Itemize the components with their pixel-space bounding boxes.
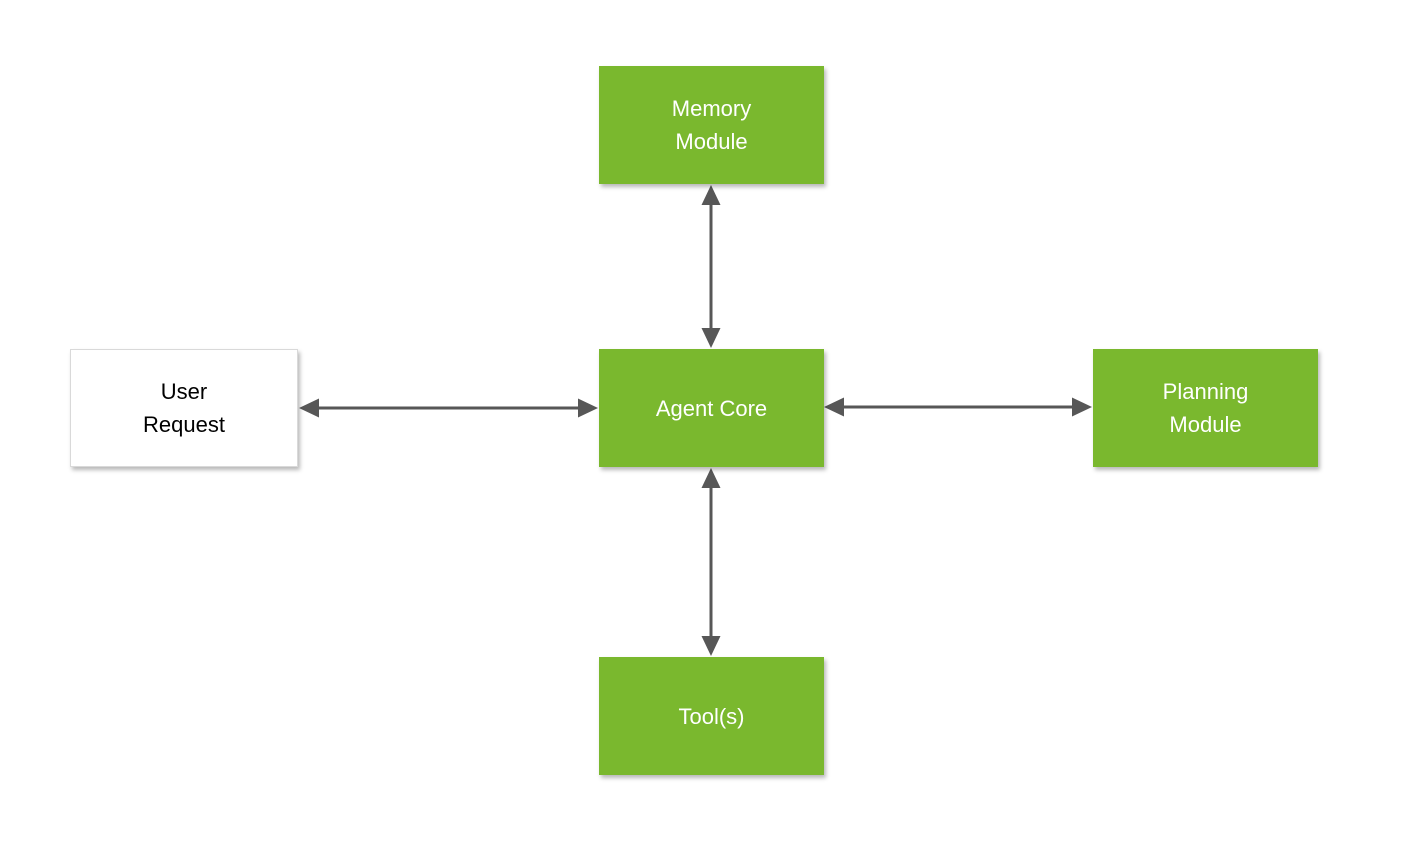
node-memory-module: Memory Module [599, 66, 824, 184]
edge-agent-core-planning-module [824, 397, 1092, 417]
node-tools: Tool(s) [599, 657, 824, 775]
edge-user-request-agent-core [299, 398, 598, 418]
node-planning-module-label: Planning Module [1162, 379, 1249, 437]
node-planning-module: Planning Module [1093, 349, 1318, 467]
node-agent-core-label: Agent Core [655, 395, 768, 421]
node-tools-label: Tool(s) [678, 703, 745, 729]
node-agent-core: Agent Core [599, 349, 824, 467]
node-memory-module-label: Memory Module [671, 96, 752, 154]
node-user-request: User Request [70, 349, 298, 467]
edge-agent-core-tools [701, 468, 721, 656]
node-user-request-label: User Request [143, 379, 225, 437]
edge-agent-core-memory-module [701, 185, 721, 348]
